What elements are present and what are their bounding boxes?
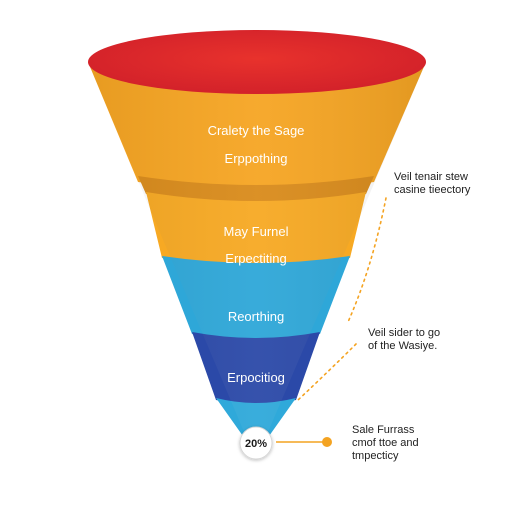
connector-dotted-upper bbox=[347, 197, 387, 323]
note-3-line-1: Sale Furrass bbox=[352, 424, 415, 436]
funnel-shading bbox=[88, 62, 426, 449]
percentage-badge bbox=[239, 426, 273, 460]
band-3-line-1: Reorthing bbox=[228, 309, 284, 324]
note-2-line-2: of the Wasiye. bbox=[368, 340, 437, 352]
band-1-line-2: Erppothing bbox=[225, 151, 288, 166]
percentage-badge-text: 20% bbox=[245, 438, 267, 450]
note-3-line-3: tmpecticy bbox=[352, 450, 399, 462]
band-2-line-1: May Furnel bbox=[223, 224, 288, 239]
note-2-line-1: Veil sider to go bbox=[368, 327, 440, 339]
connector-point-icon bbox=[322, 437, 332, 447]
band-2-line-2: Erpectiting bbox=[225, 251, 286, 266]
band-4-line-1: Erpocitiog bbox=[227, 370, 285, 385]
connector-dotted-lower bbox=[297, 343, 357, 401]
band-1-line-1: Cralety the Sage bbox=[208, 123, 305, 138]
funnel-rim bbox=[88, 30, 426, 94]
note-1-line-2: casine tieectory bbox=[394, 184, 471, 196]
note-3-line-2: cmof ttoe and bbox=[352, 437, 419, 449]
note-1-line-1: Veil tenair stew bbox=[394, 171, 468, 183]
